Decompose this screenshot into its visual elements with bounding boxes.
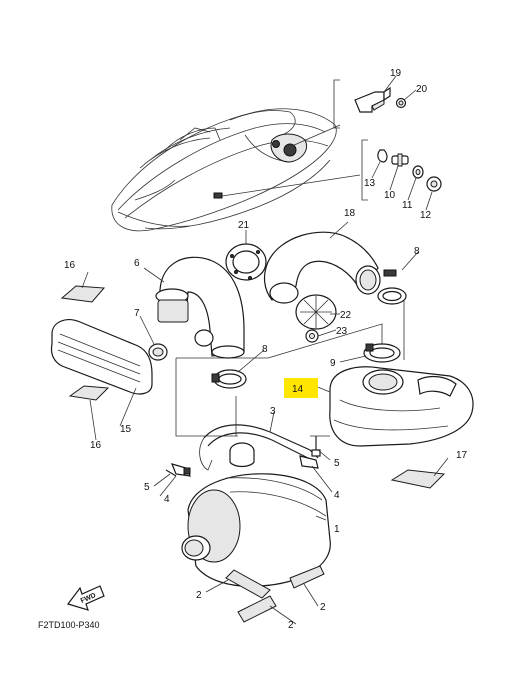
callout-10: 10: [384, 190, 396, 201]
callout-2: 2: [288, 620, 294, 631]
callout-17: 17: [456, 450, 468, 461]
callout-2: 2: [196, 590, 202, 601]
callout-2: 2: [320, 602, 326, 613]
callout-21: 21: [238, 220, 250, 231]
callout-14: 14: [292, 384, 304, 395]
clamp-part-9: [363, 343, 401, 363]
callout-labels: 1 2 2 2 3 4 4 5 5 6 7 8 8 9 10 11 12 13 …: [64, 68, 468, 631]
callout-6: 6: [134, 258, 140, 269]
inset-bracket-top: [333, 79, 368, 201]
watercraft-illustration: [111, 108, 361, 232]
callout-20: 20: [416, 84, 428, 95]
pad-part-2-center: [225, 569, 271, 599]
gasket-part-21: [225, 243, 267, 281]
hose-part-18: [263, 231, 381, 304]
callout-3: 3: [270, 406, 276, 417]
callout-11: 11: [402, 200, 413, 211]
callout-9: 9: [330, 358, 336, 369]
drawing-code: F2TD100-P340: [38, 620, 100, 630]
fastener-part-4-right: [299, 455, 319, 469]
callout-8: 8: [414, 246, 420, 257]
clamp-part-8-lower: [211, 369, 247, 389]
nut-part-20: [395, 97, 407, 109]
clamp-part-7: [148, 343, 168, 361]
pad-part-16-bottom: [68, 385, 110, 401]
bracket-part-19: [354, 86, 391, 113]
callout-22: 22: [340, 310, 352, 321]
bolt-part-5-right: [311, 436, 321, 457]
screen-part-22: [295, 294, 337, 330]
forward-arrow-icon: [67, 585, 105, 611]
bolt-part-5-left: [165, 467, 191, 477]
connector-ring-6: [194, 329, 214, 347]
fitting-part-10: [391, 153, 409, 167]
clip-part-13: [377, 149, 388, 163]
callout-5: 5: [144, 482, 150, 493]
callout-13: 13: [364, 178, 376, 189]
callout-15: 15: [120, 424, 132, 435]
callout-5: 5: [334, 458, 340, 469]
air-box-part-14: [329, 366, 474, 447]
strap-part-3: [199, 424, 319, 471]
callout-16: 16: [64, 260, 76, 271]
clamp-part-8-upper: [377, 269, 407, 305]
callout-18: 18: [344, 208, 356, 219]
callout-8: 8: [262, 344, 268, 355]
callout-4: 4: [334, 490, 340, 501]
pad-part-2-bottom: [237, 595, 277, 623]
filter-box-part-15: [50, 319, 153, 395]
callout-7: 7: [134, 308, 140, 319]
nut-part-23: [305, 329, 319, 343]
washer-part-11: [412, 165, 424, 179]
callout-4: 4: [164, 494, 170, 505]
callout-1: 1: [334, 524, 340, 535]
pad-part-17: [390, 469, 446, 489]
pad-part-2-right: [289, 565, 325, 589]
callout-12: 12: [420, 210, 432, 221]
muffler-part-1: [181, 442, 331, 587]
callout-16: 16: [90, 440, 102, 451]
callout-23: 23: [336, 326, 348, 337]
callout-19: 19: [390, 68, 402, 79]
callout-14-highlight: [284, 378, 318, 398]
nut-part-12: [426, 176, 442, 192]
duct-part-6: [155, 256, 245, 359]
pad-part-16-top: [60, 285, 106, 303]
